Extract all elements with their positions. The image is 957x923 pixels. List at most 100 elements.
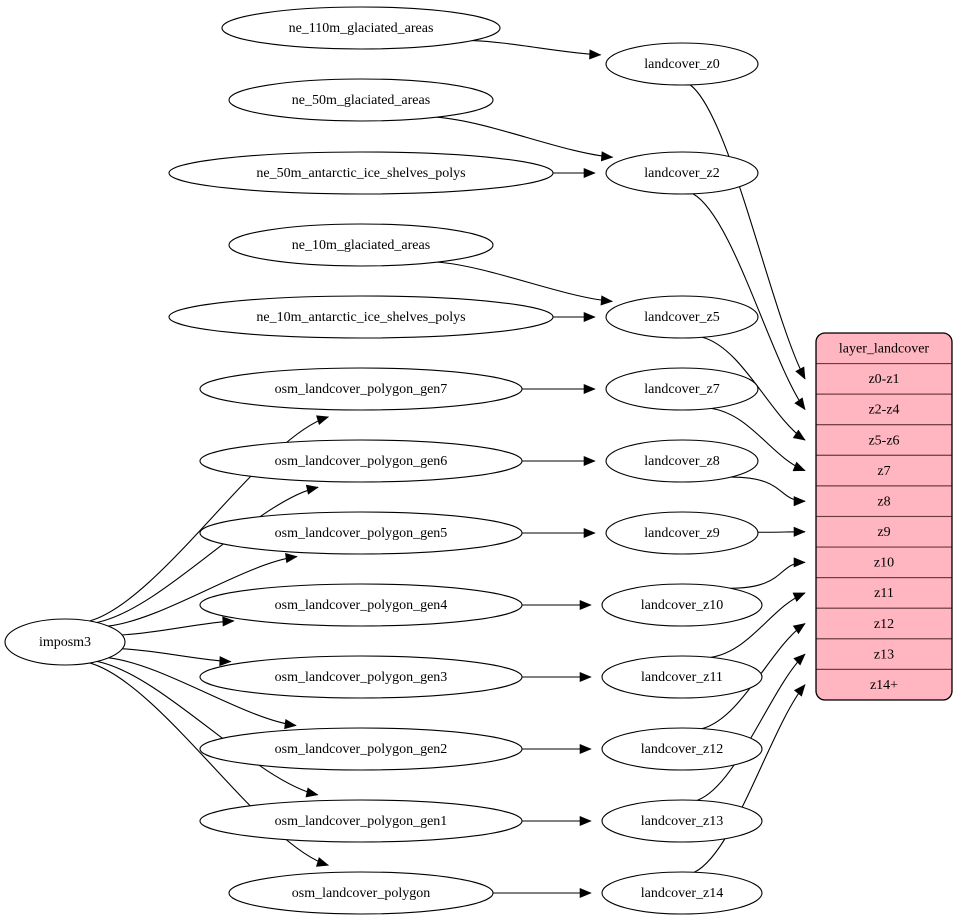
edge-arrowhead <box>285 553 298 564</box>
node-landcover_z10[interactable]: landcover_z10 <box>601 583 763 627</box>
edge-arrowhead <box>792 592 806 602</box>
edge-arrowhead <box>793 557 806 568</box>
edge-arrowhead <box>794 397 806 411</box>
node-label-landcover_z9: landcover_z9 <box>644 526 719 541</box>
node-landcover_z12[interactable]: landcover_z12 <box>601 727 763 771</box>
edge-arrowhead <box>579 887 592 899</box>
node-label-osm_landcover_polygon_gen6: osm_landcover_polygon_gen6 <box>275 454 448 469</box>
node-label-osm_landcover_polygon_gen2: osm_landcover_polygon_gen2 <box>275 742 448 757</box>
edge-imposm3-to-osm_landcover_polygon_gen7 <box>89 416 329 622</box>
node-landcover_z9[interactable]: landcover_z9 <box>605 511 759 555</box>
node-label-landcover_z2: landcover_z2 <box>644 166 719 181</box>
layer-table-row[interactable] <box>816 515 952 548</box>
node-label-osm_landcover_polygon_gen3: osm_landcover_polygon_gen3 <box>275 670 448 685</box>
edge-landcover_z13-to-layer_landcover-z13 <box>697 653 806 801</box>
node-ellipse-landcover_z10 <box>601 583 763 627</box>
node-landcover_z14[interactable]: landcover_z14 <box>601 871 763 915</box>
node-landcover_z8[interactable]: landcover_z8 <box>605 439 759 483</box>
layer-table-header-label: layer_landcover <box>839 342 930 357</box>
node-landcover_z7[interactable]: landcover_z7 <box>605 367 759 411</box>
node-ellipse-osm_landcover_polygon_gen1 <box>199 799 523 843</box>
layer-table-row-label: z11 <box>874 586 894 601</box>
layer-table-row-label: z13 <box>874 647 894 662</box>
node-osm_landcover_polygon_gen6[interactable]: osm_landcover_polygon_gen6 <box>199 439 523 483</box>
edge-imposm3-to-osm_landcover_polygon <box>89 662 329 866</box>
layer-table-outline <box>815 332 953 701</box>
node-osm_landcover_polygon_gen1[interactable]: osm_landcover_polygon_gen1 <box>199 799 523 843</box>
layer-table-row-label: z12 <box>874 617 894 632</box>
node-landcover_z0[interactable]: landcover_z0 <box>605 42 759 86</box>
node-ellipse-ne_50m_glaciated_areas <box>228 78 494 122</box>
layer-table-row-label: z10 <box>874 556 894 571</box>
edge-arrowhead <box>583 455 596 467</box>
node-ne_50m_glaciated_areas[interactable]: ne_50m_glaciated_areas <box>228 78 494 122</box>
layer-table-row-label: z7 <box>877 464 890 479</box>
node-ellipse-osm_landcover_polygon_gen6 <box>199 439 523 483</box>
edge-imposm3-to-osm_landcover_polygon_gen2 <box>108 657 297 727</box>
layer-table-row[interactable] <box>816 577 952 609</box>
node-osm_landcover_polygon[interactable]: osm_landcover_polygon <box>228 871 494 915</box>
node-ellipse-ne_10m_glaciated_areas <box>228 223 494 267</box>
edge-arrowhead <box>793 684 806 697</box>
node-ellipse-landcover_z12 <box>601 727 763 771</box>
node-ellipse-landcover_z0 <box>605 42 759 86</box>
layer-table-row[interactable] <box>816 668 952 700</box>
edge-arrowhead <box>589 49 602 60</box>
node-imposm3[interactable]: imposm3 <box>4 618 126 666</box>
node-landcover_z11[interactable]: landcover_z11 <box>601 655 763 699</box>
layer-table-row-label: z14+ <box>870 678 898 693</box>
node-label-landcover_z10: landcover_z10 <box>641 598 723 613</box>
node-ne_10m_glaciated_areas[interactable]: ne_10m_glaciated_areas <box>228 223 494 267</box>
node-osm_landcover_polygon_gen7[interactable]: osm_landcover_polygon_gen7 <box>199 367 523 411</box>
edge-imposm3-to-osm_landcover_polygon_gen4 <box>122 620 234 636</box>
edge-ne_50m_glaciated_areas-to-landcover_z2 <box>436 116 613 158</box>
node-label-osm_landcover_polygon_gen7: osm_landcover_polygon_gen7 <box>275 382 448 397</box>
node-osm_landcover_polygon_gen2[interactable]: osm_landcover_polygon_gen2 <box>199 727 523 771</box>
edge-arrowhead <box>222 616 235 627</box>
edge-arrowhead <box>600 295 614 306</box>
node-label-landcover_z0: landcover_z0 <box>644 57 719 72</box>
node-landcover_z5[interactable]: landcover_z5 <box>605 295 759 339</box>
edge-arrowhead <box>793 653 806 666</box>
node-label-landcover_z13: landcover_z13 <box>641 814 723 829</box>
layer-table-row-label: z0-z1 <box>868 372 899 387</box>
node-landcover_z13[interactable]: landcover_z13 <box>601 799 763 843</box>
edge-landcover_z7-to-layer_landcover-z7 <box>711 407 806 472</box>
node-ne_50m_antarctic_ice_shelves_polys[interactable]: ne_50m_antarctic_ice_shelves_polys <box>168 151 554 195</box>
layer-table-row-label: z5-z6 <box>868 433 899 448</box>
layer-landcover-table[interactable]: layer_landcoverz0-z1z2-z4z5-z6z7z8z9z10z… <box>815 332 953 701</box>
node-osm_landcover_polygon_gen3[interactable]: osm_landcover_polygon_gen3 <box>199 655 523 699</box>
layer-table-row[interactable] <box>816 546 952 579</box>
node-label-landcover_z14: landcover_z14 <box>641 886 723 901</box>
edge-imposm3-to-osm_landcover_polygon_gen5 <box>108 556 297 627</box>
node-label-landcover_z8: landcover_z8 <box>644 454 719 469</box>
edge-layer <box>89 39 806 899</box>
edge-arrowhead <box>793 526 806 537</box>
edge-arrowhead <box>583 311 596 323</box>
node-ne_110m_glaciated_areas[interactable]: ne_110m_glaciated_areas <box>221 6 501 50</box>
layer-table-row[interactable] <box>816 454 952 487</box>
edge-arrowhead <box>793 496 806 507</box>
node-ellipse-osm_landcover_polygon_gen3 <box>199 655 523 699</box>
edge-arrowhead <box>284 719 297 730</box>
node-ellipse-landcover_z8 <box>605 439 759 483</box>
node-osm_landcover_polygon_gen4[interactable]: osm_landcover_polygon_gen4 <box>199 583 523 627</box>
edge-arrowhead <box>583 167 596 179</box>
edge-arrowhead <box>583 527 596 539</box>
node-ellipse-osm_landcover_polygon_gen5 <box>199 511 523 555</box>
node-ellipse-landcover_z5 <box>605 295 759 339</box>
node-label-osm_landcover_polygon_gen1: osm_landcover_polygon_gen1 <box>275 814 448 829</box>
edge-arrowhead <box>795 366 806 380</box>
node-ellipse-osm_landcover_polygon_gen2 <box>199 727 523 771</box>
node-label-landcover_z7: landcover_z7 <box>644 382 719 397</box>
node-ne_10m_antarctic_ice_shelves_polys[interactable]: ne_10m_antarctic_ice_shelves_polys <box>168 295 554 339</box>
edge-arrowhead <box>579 815 592 827</box>
node-ellipse-osm_landcover_polygon <box>228 871 494 915</box>
node-label-ne_10m_glaciated_areas: ne_10m_glaciated_areas <box>292 238 430 253</box>
node-layer: imposm3 ne_110m_glaciated_areas ne_50m_gla… <box>4 6 763 915</box>
edge-arrowhead <box>792 429 806 441</box>
node-ellipse-landcover_z2 <box>605 151 759 195</box>
edge-landcover_z14-to-layer_landcover-z14- <box>694 684 806 873</box>
node-landcover_z2[interactable]: landcover_z2 <box>605 151 759 195</box>
node-osm_landcover_polygon_gen5[interactable]: osm_landcover_polygon_gen5 <box>199 511 523 555</box>
